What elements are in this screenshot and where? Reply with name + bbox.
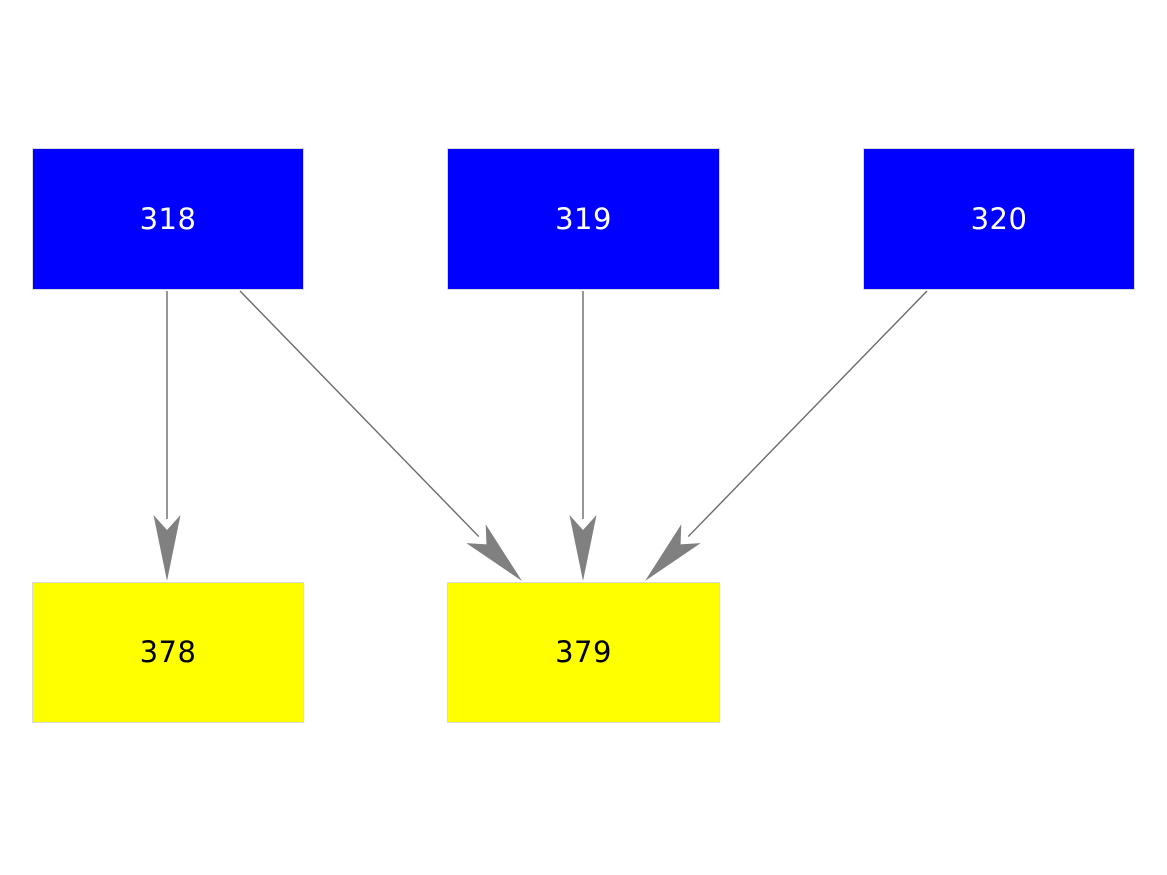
node-378[interactable]: 378 <box>32 582 304 723</box>
node-319-label: 319 <box>555 201 612 236</box>
edge-320-379-arrowhead <box>645 524 701 581</box>
node-318[interactable]: 318 <box>32 148 304 290</box>
edge-318-378-arrowhead <box>153 515 181 581</box>
node-378-label: 378 <box>139 635 197 669</box>
node-379[interactable]: 379 <box>447 582 720 723</box>
node-320-label: 320 <box>970 201 1028 236</box>
edge-320-379-line <box>687 290 928 538</box>
node-319[interactable]: 319 <box>447 148 720 290</box>
edge-319-379-arrowhead <box>569 515 597 581</box>
node-379-label: 379 <box>555 635 612 669</box>
node-318-label: 318 <box>139 201 197 236</box>
edge-318-379-line <box>239 290 480 538</box>
node-320[interactable]: 320 <box>863 148 1135 290</box>
edge-318-379-arrowhead <box>466 524 522 581</box>
